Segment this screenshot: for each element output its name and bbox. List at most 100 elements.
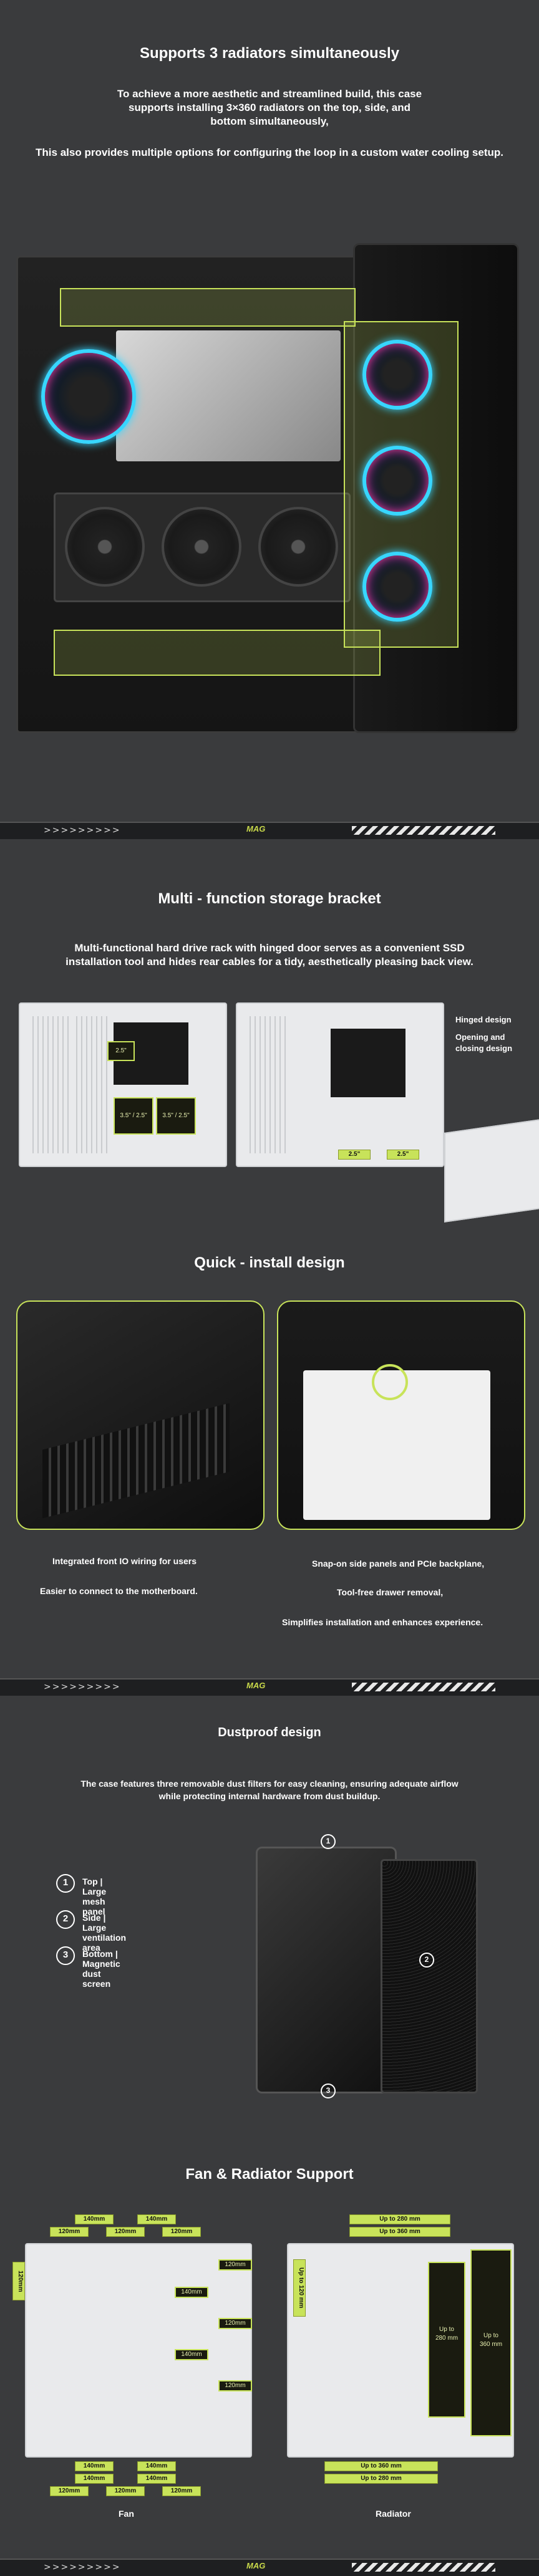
opening-label-2: closing design <box>455 1044 513 1053</box>
fan-caption: Fan <box>119 2509 134 2519</box>
divider-line <box>0 1678 539 1680</box>
dustproof-desc-1: The case features three removable dust f… <box>80 1779 459 1789</box>
drive-rack <box>250 1016 287 1153</box>
filter-marker-3: 3 <box>321 2083 336 2098</box>
rad-side-b-line1: Up to <box>483 2332 498 2339</box>
motherboard-tray <box>331 1029 405 1097</box>
fan-top-tag: 140mm <box>75 2214 114 2224</box>
rad-side-a-line1: Up to <box>439 2326 454 2333</box>
section-fan-radiator: Fan & Radiator Support 140mm 140mm 120mm… <box>0 2120 539 2576</box>
fan-bottom-tag: 120mm <box>162 2486 201 2496</box>
motherboard <box>116 330 341 461</box>
snap-caption-1: Snap-on side panels and PCIe backplane, <box>312 1559 485 1569</box>
hinged-door <box>444 1119 539 1223</box>
divider-chevrons: >>>>>>>>> <box>44 2562 121 2572</box>
bottom-radiator <box>54 630 381 676</box>
case-image-radiators <box>16 231 525 742</box>
storage-desc-2: installation tool and hides rear cables … <box>66 956 473 968</box>
dustproof-desc-2: while protecting internal hardware from … <box>158 1791 381 1801</box>
fan-bottom-tag: 120mm <box>106 2486 145 2496</box>
section-dustproof: Dustproof design The case features three… <box>0 1696 539 2120</box>
dust-case-side <box>381 1859 478 2093</box>
number-badge: 3 <box>56 1946 75 1965</box>
drive-rack <box>76 1016 107 1153</box>
divider-line <box>0 822 539 823</box>
dustproof-title: Dustproof design <box>218 1726 321 1739</box>
fan-bottom-tag: 140mm <box>75 2461 114 2471</box>
gpu-fan <box>162 507 241 587</box>
rad-side-tag-a: Up to 280 mm <box>428 2262 465 2418</box>
rad-caption: Radiator <box>376 2509 411 2519</box>
opening-label-1: Opening and <box>455 1032 505 1042</box>
divider-stripes <box>352 826 495 835</box>
filter-marker-1: 1 <box>321 1834 336 1849</box>
divider-stripes <box>352 1683 495 1691</box>
storage-case-left: 2.5" 3.5" / 2.5" 3.5" / 2.5" <box>19 1002 227 1167</box>
mag-logo: MAG <box>246 1681 266 1690</box>
zoom-circle <box>372 1364 408 1400</box>
fan-case <box>25 2243 252 2458</box>
dust-item-label: Side | Large ventilation area <box>82 1913 127 1953</box>
rad-side-a-line2: 280 mm <box>435 2335 459 2342</box>
radiators-desc-1: To achieve a more aesthetic and streamli… <box>117 88 422 100</box>
divider-chevrons: >>>>>>>>> <box>44 1682 121 1692</box>
mag-logo: MAG <box>246 2561 266 2570</box>
hinged-design-label: Hinged design <box>455 1015 512 1024</box>
fan-bottom-tag: 140mm <box>137 2474 176 2484</box>
rad-top-tag: Up to 360 mm <box>349 2227 450 2237</box>
snap-caption-3: Simplifies installation and enhances exp… <box>282 1617 483 1627</box>
side-fan <box>362 552 432 622</box>
drive-rack <box>32 1016 70 1153</box>
gpu <box>54 493 351 602</box>
radiators-desc-3: bottom simultaneously, <box>210 115 329 127</box>
fan-radiator-title: Fan & Radiator Support <box>185 2166 354 2183</box>
fan-bottom-tag: 120mm <box>50 2486 89 2496</box>
fan-top-tag: 140mm <box>137 2214 176 2224</box>
fan-side-tag: 140mm <box>175 2349 208 2360</box>
gpu-fan <box>65 507 145 587</box>
io-wiring-image <box>16 1300 265 1530</box>
dust-item-label: Bottom | Magnetic dust screen <box>82 1949 120 1989</box>
io-caption-1: Integrated front IO wiring for users <box>52 1556 197 1566</box>
snap-caption-2: Tool-free drawer removal, <box>337 1587 444 1597</box>
radiators-desc-2: supports installing 3×360 radiators on t… <box>128 102 410 113</box>
dust-case-image: 1 2 3 <box>256 1834 480 2098</box>
fan-top-tag: 120mm <box>162 2227 201 2237</box>
side-fan <box>362 446 432 516</box>
io-connector <box>42 1403 230 1519</box>
radiators-desc-4: This also provides multiple options for … <box>36 147 503 158</box>
section-radiators: Supports 3 radiators simultaneously To a… <box>0 0 539 823</box>
fan-top-tag: 120mm <box>50 2227 89 2237</box>
rear-fan <box>41 349 136 444</box>
quick-install-title: Quick - install design <box>194 1254 345 1271</box>
section-storage: Multi - function storage bracket Multi-f… <box>0 839 539 1693</box>
storage-desc-1: Multi-functional hard drive rack with hi… <box>74 942 465 954</box>
top-radiator <box>60 288 356 327</box>
fan-top-tag: 120mm <box>106 2227 145 2237</box>
ssd-tag-25: 2.5" <box>107 1041 135 1061</box>
io-caption-2: Easier to connect to the motherboard. <box>40 1586 198 1596</box>
number-badge: 2 <box>56 1910 75 1929</box>
storage-case-right: 2.5" 2.5" <box>236 1002 444 1167</box>
fan-bottom-tag: 140mm <box>75 2474 114 2484</box>
rad-rear-tag: Up to 120 mm <box>293 2259 306 2317</box>
fan-side-tag: 120mm <box>218 2380 252 2391</box>
rad-top-tag: Up to 280 mm <box>349 2214 450 2224</box>
fan-rear-tag: 120mm <box>12 2262 25 2300</box>
rad-bottom-tag: Up to 280 mm <box>324 2474 438 2484</box>
fan-side-tag: 120mm <box>218 2318 252 2329</box>
hdd-tag-a: 3.5" / 2.5" <box>114 1097 153 1135</box>
ssd-tag-b: 2.5" <box>338 1150 371 1160</box>
rad-bottom-tag: Up to 360 mm <box>324 2461 438 2471</box>
section-divider: >>>>>>>>> MAG <box>0 2559 539 2576</box>
fan-side-tag: 120mm <box>218 2259 252 2271</box>
side-fan <box>362 340 432 410</box>
filter-marker-2: 2 <box>419 1953 434 1968</box>
storage-title: Multi - function storage bracket <box>158 890 381 907</box>
rad-side-tag-b: Up to 360 mm <box>470 2249 512 2436</box>
dust-case-front <box>256 1847 397 2093</box>
fan-side-tag: 140mm <box>175 2287 208 2298</box>
snap-panel-image <box>277 1300 525 1530</box>
fan-diagram: 140mm 140mm 120mm 120mm 120mm 120mm 120m… <box>12 2212 262 2549</box>
rad-side-b-line2: 360 mm <box>479 2341 503 2348</box>
